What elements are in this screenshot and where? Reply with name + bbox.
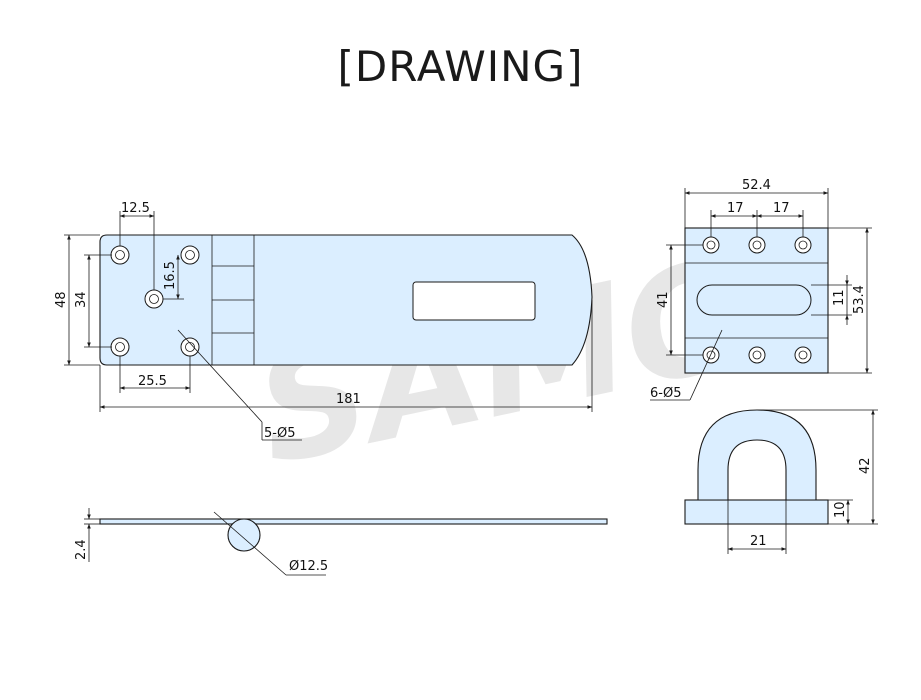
dim-hasp-height: 48: [54, 291, 69, 308]
dim-hole-vertical-spacing: 41: [656, 291, 671, 308]
hasp-slot: [412, 281, 536, 321]
label-hasp-holes: 5-Ø5: [264, 426, 295, 441]
hole: [144, 289, 164, 309]
hole: [110, 245, 130, 265]
staple-top-view: 52.4 17 17 53.4 11 41 6-Ø5: [650, 178, 872, 401]
hole: [180, 337, 200, 357]
staple-loop: [696, 284, 812, 316]
hasp-top-view: 181 48 34 12.5 16.5 25.5 5-Ø5: [54, 201, 593, 441]
dim-hole-spacing-1: 17: [727, 201, 744, 216]
hasp-pin: [227, 518, 261, 552]
dim-hole-offset-x: 12.5: [121, 201, 150, 216]
dim-staple-width: 52.4: [742, 178, 771, 193]
dim-hasp-width: 181: [336, 392, 361, 407]
dim-staple-total-height: 42: [858, 457, 873, 474]
dim-loop-inner-width: 21: [750, 534, 767, 549]
staple-front-view: 42 10 21: [684, 409, 878, 554]
dim-hole-spacing-2: 17: [773, 201, 790, 216]
dim-hole-vertical: 34: [74, 291, 89, 308]
hole: [110, 337, 130, 357]
dim-hole-offset-y: 16.5: [163, 261, 178, 290]
staple-front-loop: [697, 409, 817, 501]
dim-hole-spacing: 25.5: [138, 374, 167, 389]
hasp-side-view: 2.4 Ø12.5: [74, 508, 608, 576]
hasp-profile: [99, 518, 608, 525]
dim-slot-height: 11: [832, 289, 847, 306]
drawing-title: [DRAWING]: [337, 42, 584, 91]
label-staple-holes: 6-Ø5: [650, 386, 681, 401]
dim-thickness: 2.4: [74, 539, 89, 560]
hasp-plate: [99, 234, 593, 366]
dim-pin-diameter: Ø12.5: [289, 559, 328, 574]
dim-staple-height: 53.4: [852, 285, 867, 314]
dim-base-thickness: 10: [833, 501, 848, 518]
staple-front-base: [684, 499, 829, 525]
hole: [180, 245, 200, 265]
